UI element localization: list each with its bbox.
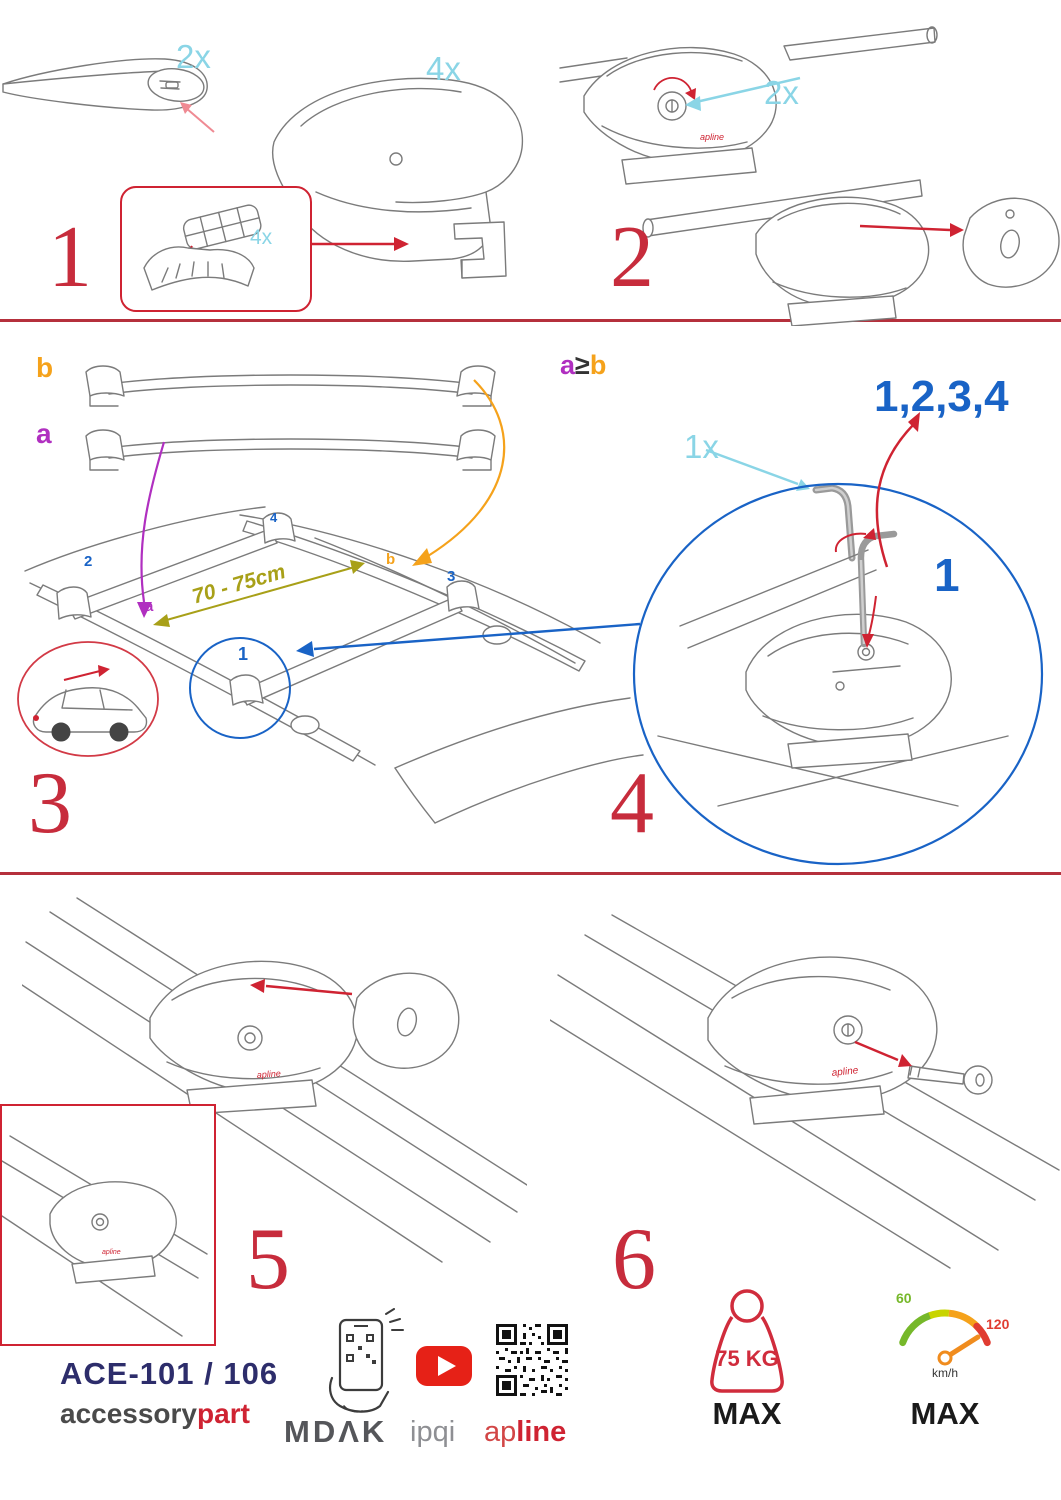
logo-ipqi: ipqi xyxy=(410,1416,456,1448)
rubber-pad-drawing xyxy=(143,204,262,291)
mounted-foot-callout-box: apline xyxy=(0,1104,216,1346)
bar-b-label: b xyxy=(36,352,54,383)
max-weight-label: MAX xyxy=(712,1396,782,1431)
step-5-number: 5 xyxy=(246,1211,290,1308)
logo-ap: ap xyxy=(484,1416,517,1448)
bar-endcap-drawing xyxy=(642,179,1060,326)
foot-logo: apline xyxy=(102,1249,121,1256)
rubber-pad-callout-box xyxy=(120,186,312,312)
bar-quantity-label: 2x xyxy=(176,38,211,75)
brand-part: part xyxy=(197,1398,250,1429)
tightening-detail-drawing xyxy=(632,482,1044,866)
mounted-foot-drawing: apline xyxy=(1,1135,208,1337)
logo-line: line xyxy=(516,1416,567,1448)
youtube-play-icon xyxy=(416,1346,472,1386)
brand-accessory: accessory xyxy=(60,1398,198,1429)
speed-unit-label: km/h xyxy=(931,1366,958,1380)
foot-quantity-label: 4x xyxy=(426,50,461,87)
foot-logo: apline xyxy=(700,132,724,142)
brand-accessorypart: accessorypart xyxy=(60,1398,250,1430)
foot-logo: apline xyxy=(256,1068,281,1080)
product-model: ACE-101 / 106 xyxy=(60,1356,279,1391)
crossbar-b-drawing xyxy=(85,365,496,407)
phone-qr-scan-icon xyxy=(329,1308,404,1413)
car-inset-drawing xyxy=(17,641,159,757)
bar-a-position-arrow xyxy=(137,441,166,618)
qr-code-icon xyxy=(496,1324,568,1396)
crossbar-end-drawing xyxy=(2,58,215,133)
max-weight-value: 75 KG xyxy=(715,1346,779,1371)
speed-120-label: 120 xyxy=(986,1316,1010,1332)
allen-key-drawing xyxy=(812,484,856,562)
lock-key-drawing: apline xyxy=(550,914,1060,1269)
section-divider-1 xyxy=(0,319,1061,322)
tighten-sequence-label: 1,2,3,4 xyxy=(874,372,1009,421)
step-4-number: 4 xyxy=(610,755,654,852)
sequence-arrow xyxy=(875,412,920,568)
logo-apline: apline xyxy=(484,1416,566,1449)
foot-lock-drawing: apline xyxy=(559,26,938,185)
clamp-mount-drawing: apline xyxy=(22,897,527,1263)
insert-pad-arrow xyxy=(312,237,409,251)
section-divider-2 xyxy=(0,872,1061,875)
step-3-number: 3 xyxy=(28,755,72,852)
lock-quantity-label: 2x xyxy=(764,74,799,111)
rule-a-ge-b: a≥b xyxy=(560,350,606,381)
max-speed-gauge-icon xyxy=(899,1309,991,1366)
crossbar-a-drawing xyxy=(85,429,496,471)
position-2-label: 2 xyxy=(84,553,93,570)
step-2-number: 2 xyxy=(610,209,654,306)
torque-step-label: 1 xyxy=(934,549,960,601)
foot-logo: apline xyxy=(831,1065,859,1079)
car-roof-drawing xyxy=(24,506,644,824)
max-speed-label: MAX xyxy=(910,1396,980,1431)
position-1-label: 1 xyxy=(238,644,249,664)
roof-bar-b-label: b xyxy=(386,551,396,568)
step-6-number: 6 xyxy=(612,1211,656,1308)
rule-b: b xyxy=(589,350,607,380)
pink-arrow xyxy=(185,107,215,133)
max-weight-icon xyxy=(710,1289,784,1393)
roof-bar-a-label: a xyxy=(145,598,154,615)
bar-b-position-arrow xyxy=(412,379,506,566)
rule-a: a xyxy=(560,350,576,380)
step-1-number: 1 xyxy=(48,209,92,306)
logo-mdak: MDΛK xyxy=(284,1414,388,1449)
position-4-label: 4 xyxy=(270,510,278,525)
position-3-label: 3 xyxy=(447,568,456,585)
zoom-callout-arrow xyxy=(296,622,641,657)
pad-quantity-label: 4x xyxy=(250,226,273,249)
bar-a-label: a xyxy=(36,418,52,449)
foot-clamp-drawing xyxy=(272,77,524,279)
rule-ge: ≥ xyxy=(575,350,590,380)
lock-callout-arrow xyxy=(695,76,801,104)
speed-60-label: 60 xyxy=(896,1290,912,1306)
tool-quantity-label: 1x xyxy=(684,428,719,465)
